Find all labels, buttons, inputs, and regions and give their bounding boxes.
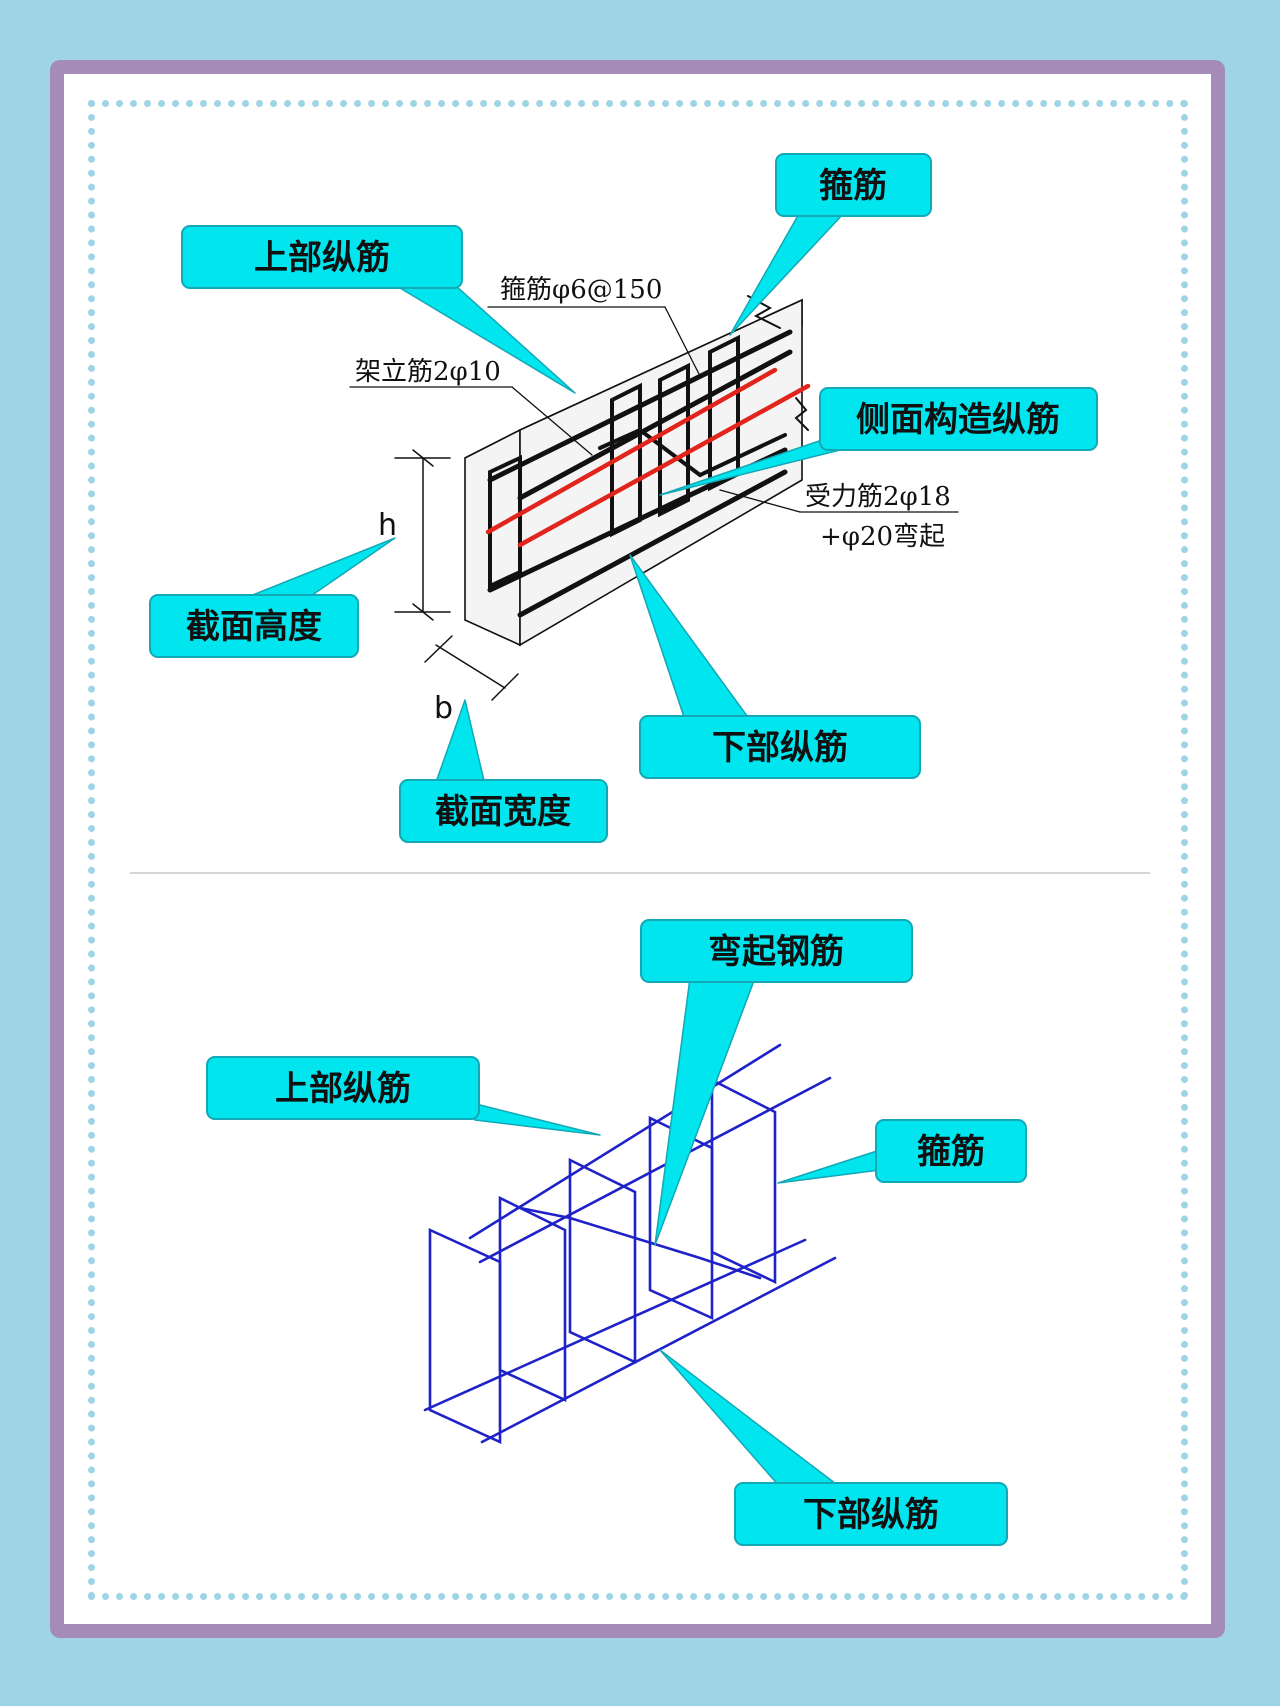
erection-bar-label: 架立筋2φ10 [355,357,501,387]
top-bar-2 [517,349,793,501]
callout-bottom-long-top-text: 下部纵筋 [712,728,848,768]
callout-bent-bar-text: 弯起钢筋 [708,932,844,972]
annotation-leaders [349,306,959,513]
stirrup-spec-label: 箍筋φ6@150 [500,275,662,305]
cage-bent-bar [518,1206,762,1280]
cage-bottom-bar-2 [480,1256,837,1444]
callout-section-width-text: 截面宽度 [435,792,571,832]
break-mark-side [794,397,809,431]
page-frame [50,60,1225,1638]
cage-top-bar-2 [478,1076,832,1264]
cage-bottom-bar-1 [423,1238,807,1412]
callout-bottom-long-top: 下部纵筋 [629,554,921,779]
callout-side-long-text: 侧面构造纵筋 [856,400,1060,440]
dotted-border [88,100,1188,1600]
callout-top-long-bottom: 上部纵筋 [206,1056,601,1136]
side-bar-1 [485,367,778,535]
callout-section-height-text: 截面高度 [186,607,322,647]
callout-stirrup-bottom-text: 箍筋 [917,1132,985,1172]
callout-top-long-top-text: 上部纵筋 [254,238,390,278]
side-bar-2 [517,383,811,548]
callout-side-long: 侧面构造纵筋 [659,387,1098,496]
width-symbol: b [434,691,453,726]
callout-stirrup-bottom: 箍筋 [777,1119,1027,1184]
callout-bottom-long-bottom-text: 下部纵筋 [803,1495,939,1535]
callout-section-height: 截面高度 [149,537,396,658]
callout-top-long-bottom-text: 上部纵筋 [275,1069,411,1109]
callout-stirrup-top: 箍筋 [729,153,932,336]
height-dimension [394,449,451,621]
cage-top-bar-1 [468,1043,782,1240]
callout-top-long-top: 上部纵筋 [181,225,576,394]
callout-stirrup-top-text: 箍筋 [819,166,887,206]
bottom-cage-drawing [423,1043,837,1445]
height-symbol: h [378,508,397,543]
main-bar-label-2: +φ20弯起 [820,522,945,552]
width-dimension [424,635,519,701]
callout-bottom-long-bottom: 下部纵筋 [659,1349,1008,1546]
callout-bent-bar: 弯起钢筋 [640,919,913,1246]
bent-up-bar [598,427,787,478]
main-bar-label-1: 受力筋2φ18 [805,482,951,512]
callout-section-width: 截面宽度 [399,699,608,843]
